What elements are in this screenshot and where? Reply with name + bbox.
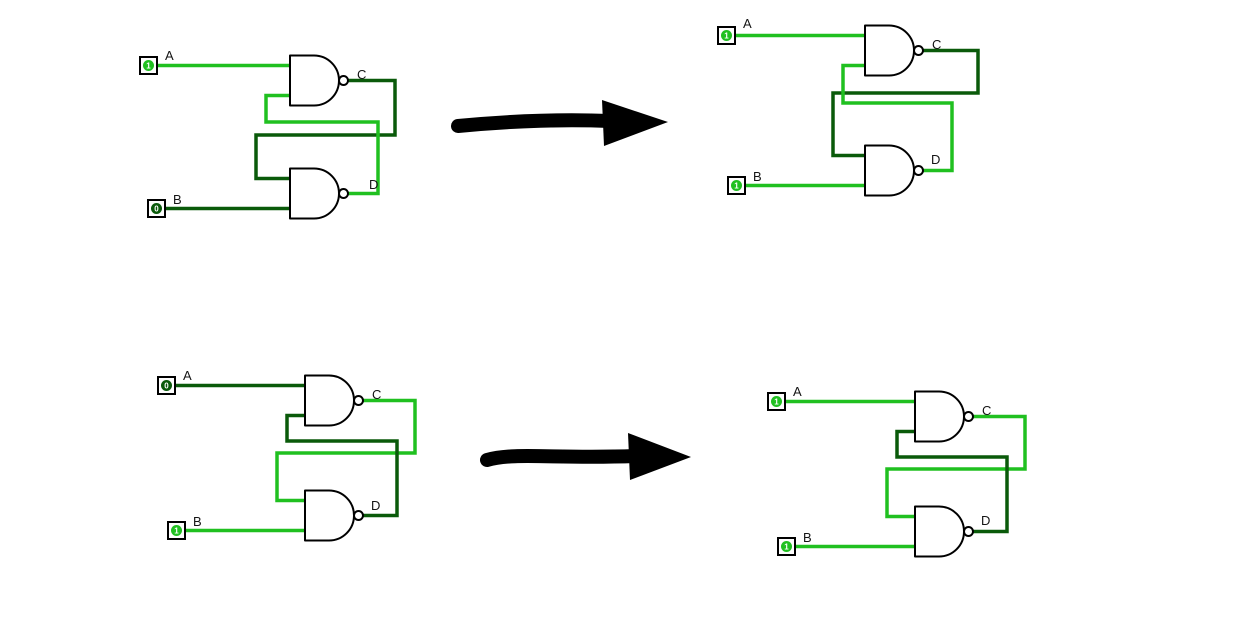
label-input-a: A <box>743 16 752 31</box>
nand-gate-bottom <box>914 505 965 558</box>
nand-gate-bottom <box>864 144 915 197</box>
input-switch-a[interactable]: 1 <box>767 392 786 411</box>
feedback-wire-d <box>895 429 1009 534</box>
nand-gate-bottom <box>304 489 355 542</box>
arrow-shaft <box>480 449 642 467</box>
inverter-bubble-icon <box>963 411 974 422</box>
circuit-top-left: 1 0 A B C D <box>139 48 397 220</box>
label-output-d: D <box>371 498 380 513</box>
circuit-top-right: 1 1 A B C D <box>717 16 980 197</box>
nand-gate-top <box>914 390 965 443</box>
arrow-right-bottom-icon <box>480 433 691 480</box>
nand-gate-top <box>304 374 355 427</box>
input-switch-a[interactable]: 1 <box>717 26 736 45</box>
switch-state-dot[interactable] <box>143 60 154 71</box>
label-output-c: C <box>372 387 381 402</box>
feedback-wire-c <box>275 398 417 503</box>
inverter-bubble-icon <box>913 45 924 56</box>
arrow-head <box>602 100 668 146</box>
switch-value: 0 <box>164 382 169 391</box>
switch-value: 1 <box>146 62 151 71</box>
switch-state-dot[interactable] <box>781 541 792 552</box>
label-output-c: C <box>932 37 941 52</box>
feedback-wire-c <box>831 48 980 158</box>
label-output-c: C <box>982 403 991 418</box>
nand-gate-bottom <box>289 167 340 220</box>
input-switch-a[interactable]: 1 <box>139 56 158 75</box>
label-output-c: C <box>357 67 366 82</box>
label-input-b: B <box>753 169 762 184</box>
switch-state-dot[interactable] <box>731 180 742 191</box>
switch-state-dot[interactable] <box>721 30 732 41</box>
switch-state-dot[interactable] <box>151 203 162 214</box>
inverter-bubble-icon <box>963 526 974 537</box>
nand-gate-top <box>289 54 340 107</box>
feedback-wire-d <box>285 413 399 518</box>
input-switch-b[interactable]: 1 <box>167 521 186 540</box>
arrow-shaft <box>451 113 617 133</box>
switch-value: 0 <box>154 205 159 214</box>
switch-value: 1 <box>784 543 789 552</box>
circuit-bottom-left: 0 1 A B C D <box>157 368 417 542</box>
input-switch-a[interactable]: 0 <box>157 376 176 395</box>
switch-state-dot[interactable] <box>161 380 172 391</box>
label-input-b: B <box>173 192 182 207</box>
label-output-d: D <box>981 513 990 528</box>
switch-state-dot[interactable] <box>171 525 182 536</box>
label-input-a: A <box>165 48 174 63</box>
feedback-wire-d <box>841 63 954 173</box>
nand-gate-top <box>864 24 915 77</box>
label-input-b: B <box>193 514 202 529</box>
input-switch-b[interactable]: 0 <box>147 199 166 218</box>
inverter-bubble-icon <box>353 510 364 521</box>
label-output-d: D <box>369 177 378 192</box>
switch-value: 1 <box>724 32 729 41</box>
feedback-wire-c <box>885 414 1027 519</box>
arrow-head <box>628 433 691 480</box>
circuit-bottom-right: 1 1 A B C D <box>767 384 1027 558</box>
arrow-right-top-icon <box>451 100 668 146</box>
switch-value: 1 <box>774 398 779 407</box>
inverter-bubble-icon <box>338 75 349 86</box>
input-switch-b[interactable]: 1 <box>727 176 746 195</box>
feedback-wire-c <box>254 78 397 181</box>
label-input-a: A <box>793 384 802 399</box>
switch-state-dot[interactable] <box>771 396 782 407</box>
inverter-bubble-icon <box>913 165 924 176</box>
feedback-wire-d <box>264 93 380 196</box>
label-output-d: D <box>931 152 940 167</box>
inverter-bubble-icon <box>353 395 364 406</box>
label-input-a: A <box>183 368 192 383</box>
input-switch-b[interactable]: 1 <box>777 537 796 556</box>
switch-value: 1 <box>174 527 179 536</box>
switch-value: 1 <box>734 182 739 191</box>
label-input-b: B <box>803 530 812 545</box>
inverter-bubble-icon <box>338 188 349 199</box>
